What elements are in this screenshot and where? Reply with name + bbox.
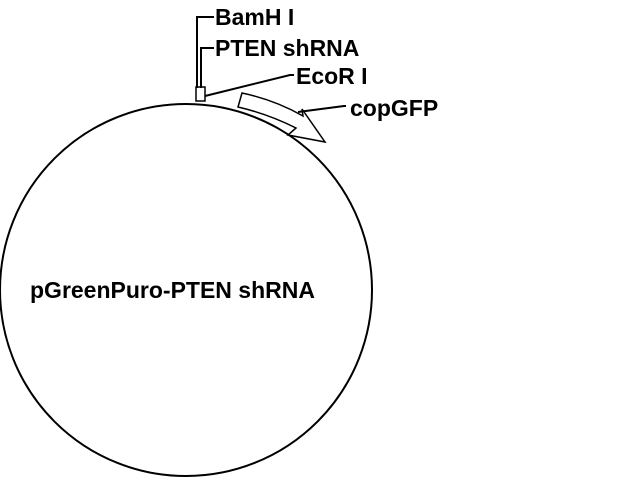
shrna-insert-box [195, 86, 206, 102]
bamhi-label: BamH I [215, 4, 294, 30]
copgfp-label: copGFP [350, 95, 438, 121]
plasmid-backbone [0, 103, 373, 477]
shrna-leader-line [200, 47, 214, 88]
ecori-label: EcoR I [296, 63, 368, 89]
ecori-leader-line [204, 74, 294, 97]
bamhi-leader-line [196, 16, 214, 88]
shrna-label: PTEN shRNA [215, 35, 359, 61]
plasmid-name: pGreenPuro-PTEN shRNA [30, 277, 315, 303]
copgfp-arrow [237, 92, 327, 144]
copgfp-leader-line [297, 105, 346, 113]
